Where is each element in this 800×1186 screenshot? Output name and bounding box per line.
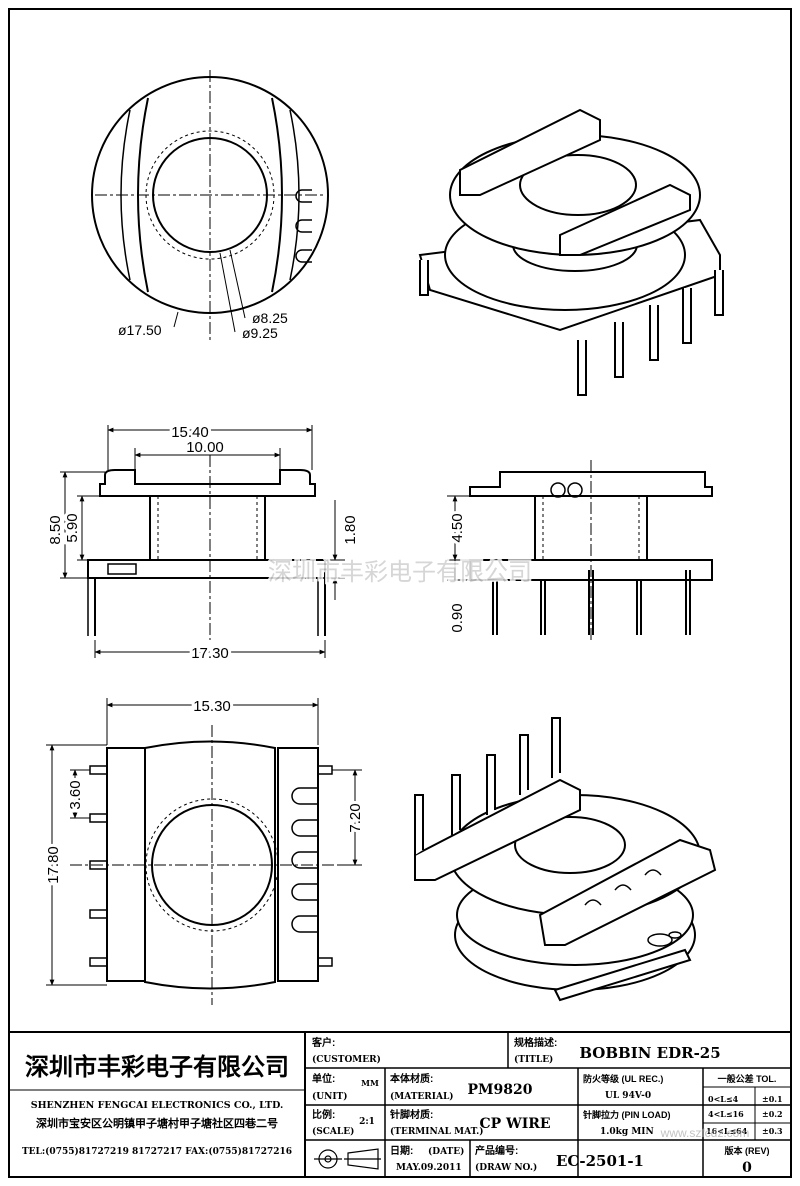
- bottom-view-pins-right: [317, 765, 333, 967]
- unit-value: MM: [361, 1078, 379, 1088]
- unit-label-cn: 单位:: [312, 1072, 335, 1085]
- bottom-view-slots: [291, 787, 318, 933]
- customer-label-en: (CUSTOMER): [312, 1054, 381, 1065]
- front-view-dim-inner-width: 10.00: [186, 439, 224, 456]
- bottom-view-dim-height: 17.80: [45, 846, 62, 884]
- iso2-slot-notches: [584, 869, 682, 947]
- front-view-dim-height-total: 8.50: [47, 515, 64, 544]
- company-name-en: SHENZHEN FENGCAI ELECTRONICS CO., LTD.: [31, 1100, 284, 1111]
- tol-value-2: ±0.2: [762, 1109, 783, 1119]
- iso2-core-hole: [514, 816, 626, 874]
- ul-value: UL 94V-0: [605, 1091, 651, 1101]
- front-view-top-flange: [99, 469, 316, 497]
- date-label-en: (DATE): [428, 1146, 464, 1157]
- bottom-view-dim-pitch: 3.60: [67, 780, 84, 809]
- top-view-dim-inner2: ø9.25: [242, 325, 278, 341]
- bottom-view-pins-left: [89, 765, 108, 967]
- iso1-pins: [419, 260, 724, 396]
- rev-value: 0: [742, 1160, 752, 1176]
- front-view-winding: [149, 495, 266, 561]
- date-value: MAY.09.2011: [396, 1163, 462, 1173]
- iso-view-top: [418, 108, 724, 396]
- side-view-dim-pin: 0.90: [449, 603, 466, 632]
- customer-label-cn: 客户:: [311, 1036, 335, 1049]
- tol-range-3: 16<L≤64: [706, 1126, 748, 1136]
- bottom-view-dim-slot: 7.20: [347, 803, 364, 832]
- top-view-right-flange: [271, 97, 283, 293]
- side-view-dim-height: 4.50: [449, 513, 466, 542]
- scale-label-en: (SCALE): [312, 1126, 354, 1137]
- tol-range-2: 4<L≤16: [708, 1109, 744, 1119]
- draw-no-label-cn: 产品编号:: [475, 1144, 518, 1157]
- company-name-cn: 深圳市丰彩电子有限公司: [25, 1053, 289, 1081]
- bottom-view-dims: [46, 698, 362, 986]
- front-view-bottom-flange: [87, 559, 326, 579]
- top-view-dim-outer: ø17.50: [118, 322, 162, 338]
- unit-label-en: (UNIT): [312, 1091, 348, 1102]
- site-watermark: www.szfcdz.com: [660, 1126, 750, 1140]
- iso1-core-hole: [519, 154, 637, 216]
- front-view-dim-top-width: 15.40: [171, 424, 209, 441]
- draw-no-value: EC-2501-1: [556, 1152, 644, 1170]
- iso1-right-rail: [559, 183, 691, 256]
- date-label-cn: 日期:: [390, 1144, 413, 1157]
- tol-range-1: 0<L≤4: [708, 1094, 739, 1104]
- material-value: PM9820: [468, 1082, 533, 1098]
- projection-symbol: [314, 1148, 381, 1170]
- title-label-cn: 规格描述:: [514, 1036, 557, 1049]
- side-view-dims: [447, 495, 530, 581]
- draw-no-label-en: (DRAW NO.): [475, 1162, 537, 1173]
- front-view-dim-flange: 1.80: [342, 515, 359, 544]
- company-address: 深圳市宝安区公明镇甲子塘村甲子塘社区四巷二号: [36, 1116, 278, 1130]
- iso2-right-rail: [538, 838, 717, 946]
- side-view: [469, 460, 713, 640]
- iso1-left-rail: [459, 108, 601, 196]
- pin-load-label: 针脚拉力 (PIN LOAD): [583, 1109, 671, 1120]
- company-tel-fax: TEL:(0755)81727219 81727217 FAX:(0755)81…: [22, 1146, 292, 1157]
- iso2-left-rail: [414, 778, 581, 881]
- tol-value-3: ±0.3: [762, 1126, 783, 1136]
- bottom-view-dim-width: 15.30: [193, 698, 231, 715]
- iso-view-bottom: [414, 717, 717, 1002]
- front-view-dims: [60, 425, 345, 658]
- pin-load-value: 1.0kg MIN: [600, 1127, 654, 1137]
- material-label-cn: 本体材质:: [390, 1072, 433, 1085]
- title-label-en: (TITLE): [514, 1054, 553, 1065]
- watermark: 深圳市丰彩电子有限公司: [268, 559, 532, 586]
- front-view: [87, 455, 326, 640]
- title-value: BOBBIN EDR-25: [579, 1044, 720, 1062]
- title-block: [8, 1031, 792, 1178]
- tol-value-1: ±0.1: [762, 1094, 783, 1104]
- front-view-dim-base-width: 17.30: [191, 645, 229, 662]
- iso2-pins: [414, 717, 561, 855]
- material-label-en: (MATERIAL): [390, 1091, 454, 1102]
- top-view-dim-inner1: ø8.25: [252, 310, 288, 326]
- scale-label-cn: 比例:: [312, 1108, 335, 1121]
- terminal-label-cn: 针脚材质:: [390, 1108, 433, 1121]
- bottom-view-right-rail: [277, 747, 319, 982]
- terminal-label-en: (TERMINAL MAT.): [390, 1126, 484, 1137]
- bottom-view-body: [144, 740, 276, 990]
- side-view-pins: [492, 570, 691, 635]
- top-view: [91, 70, 329, 340]
- ul-label: 防火等级 (UL REC.): [583, 1073, 663, 1084]
- scale-value: 2:1: [359, 1117, 375, 1127]
- terminal-value: CP WIRE: [479, 1116, 550, 1132]
- top-view-slots: [295, 189, 312, 263]
- iso2-base-tab: [553, 948, 692, 1002]
- rev-label: 版本 (REV): [723, 1145, 769, 1156]
- bottom-view: [70, 725, 340, 1005]
- tol-label: 一般公差 TOL.: [718, 1073, 777, 1084]
- side-view-top-flange: [469, 471, 713, 497]
- front-view-dim-height-winding: 5.90: [64, 513, 81, 542]
